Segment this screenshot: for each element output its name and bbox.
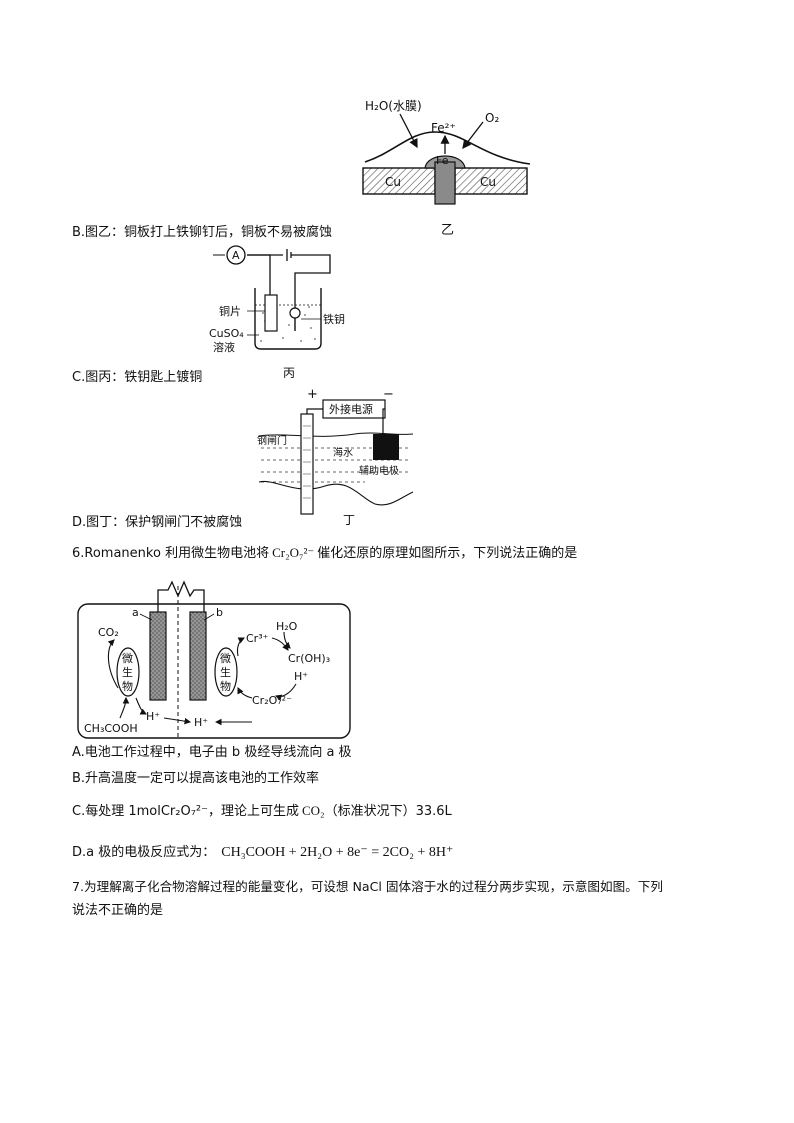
water-film-curve bbox=[364, 131, 531, 165]
figure-ding: + − 外接电源 钢闸门 海水 辅助电极 丁 bbox=[255, 386, 415, 528]
option-6b: B.升高温度一定可以提高该电池的工作效率 bbox=[72, 771, 320, 786]
option-6a: A.电池工作过程中，电子由 b 极经导线流向 a 极 bbox=[72, 745, 352, 760]
h2o-label: H₂O bbox=[276, 620, 298, 633]
h-plus-label-2: H⁺ bbox=[194, 716, 208, 729]
fe-label: Fe bbox=[436, 154, 449, 167]
minus-label: − bbox=[383, 387, 394, 402]
beaker bbox=[254, 288, 322, 350]
option-b: B.图乙：铜板打上铁铆钉后，铜板不易被腐蚀 bbox=[72, 225, 333, 240]
question-7-line-1: 7.为理解离子化合物溶解过程的能量变化，可设想 NaCl 固体溶于水的过程分两步… bbox=[72, 879, 663, 894]
co2-label: CO₂ bbox=[98, 626, 119, 639]
seabed bbox=[258, 480, 414, 506]
auxiliary-electrode bbox=[373, 434, 399, 460]
q6-stem-prefix: 6.Romanenko 利用微生物电池将 bbox=[72, 546, 270, 561]
iron-key bbox=[289, 307, 301, 319]
figure-bing: A 铜片 铁钥匙 CuSO₄ 溶液 丙 bbox=[205, 243, 356, 381]
ammeter-icon bbox=[226, 245, 246, 265]
option-6c-suffix: （标准状况下）33.6L bbox=[324, 804, 452, 819]
option-6d: D.a 极的电极反应式为： CH₃COOH + 2H₂O + 8e⁻ = 2CO₂… bbox=[72, 844, 453, 862]
cr3-label: Cr³⁺ bbox=[246, 632, 269, 645]
o2-label: O₂ bbox=[485, 111, 499, 125]
key-label: 铁钥匙 bbox=[323, 312, 345, 326]
fe2-label: Fe²⁺ bbox=[431, 121, 456, 135]
microbe-right-label: 微生物 bbox=[220, 651, 231, 693]
plus-label: + bbox=[307, 387, 318, 402]
cu-left-label: Cu bbox=[385, 175, 401, 189]
power-label: 外接电源 bbox=[329, 402, 373, 416]
microbe-left bbox=[116, 647, 140, 697]
option-6d-prefix: D.a 极的电极反应式为： bbox=[72, 845, 216, 860]
electrode-b bbox=[189, 611, 207, 701]
q6-stem-suffix: 催化还原的原理如图所示，下列说法正确的是 bbox=[317, 546, 578, 561]
option-6d-equation: CH₃COOH + 2H₂O + 8e⁻ = 2CO₂ + 8H⁺ bbox=[221, 845, 454, 860]
seawater-label: 海水 bbox=[333, 446, 353, 459]
electrode-a-label: a bbox=[132, 606, 139, 619]
option-6c-co2: CO₂ bbox=[302, 803, 325, 818]
electrode-b-label: b bbox=[216, 606, 223, 619]
gate-label: 钢闸门 bbox=[257, 434, 287, 447]
q6-ion: Cr₂O₇²⁻ bbox=[272, 545, 315, 560]
cr2o7-label: Cr₂O₇²⁻ bbox=[252, 694, 292, 707]
steel-gate bbox=[300, 413, 314, 515]
h2o-label: H₂O(水膜) bbox=[365, 99, 422, 113]
h-plus-label-3: H⁺ bbox=[294, 670, 308, 683]
croh3-label: Cr(OH)₃ bbox=[288, 652, 330, 665]
o2-arrow bbox=[462, 121, 484, 150]
cell-container bbox=[77, 603, 351, 739]
aux-label: 辅助电极 bbox=[359, 464, 399, 477]
question-7-line-2: 说法不正确的是 bbox=[72, 903, 164, 918]
ch3cooh-label: CH₃COOH bbox=[84, 722, 138, 735]
figure-caption-yi: 乙 bbox=[441, 223, 454, 238]
figure-yi: H₂O(水膜) Fe²⁺ O₂ Fe Cu Cu 乙 bbox=[355, 92, 535, 242]
ammeter-label: A bbox=[232, 249, 240, 262]
option-c: C.图丙：铁钥匙上镀铜 bbox=[72, 370, 203, 385]
figure-microbial-cell: a b 微生物 微生物 CO₂ CH₃COOH H⁺ H⁺ Cr³⁺ H₂O C… bbox=[76, 578, 352, 740]
solution-label-1: CuSO₄ bbox=[209, 327, 244, 340]
figure-caption-ding: 丁 bbox=[343, 513, 355, 527]
figure-caption-bing: 丙 bbox=[283, 366, 295, 380]
h-plus-label-1: H⁺ bbox=[146, 710, 160, 723]
electrode-a bbox=[149, 611, 167, 701]
microbe-right bbox=[214, 647, 238, 697]
copper-sheet bbox=[264, 294, 278, 332]
option-6c-prefix: C.每处理 1molCr₂O₇²⁻，理论上可生成 bbox=[72, 804, 299, 819]
solution-label-2: 溶液 bbox=[213, 340, 235, 354]
cu-right-label: Cu bbox=[480, 175, 496, 189]
h2o-arrow bbox=[399, 113, 418, 149]
copper-label: 铜片 bbox=[219, 304, 241, 318]
option-d: D.图丁：保护钢闸门不被腐蚀 bbox=[72, 515, 243, 530]
microbe-left-label: 微生物 bbox=[122, 651, 133, 693]
